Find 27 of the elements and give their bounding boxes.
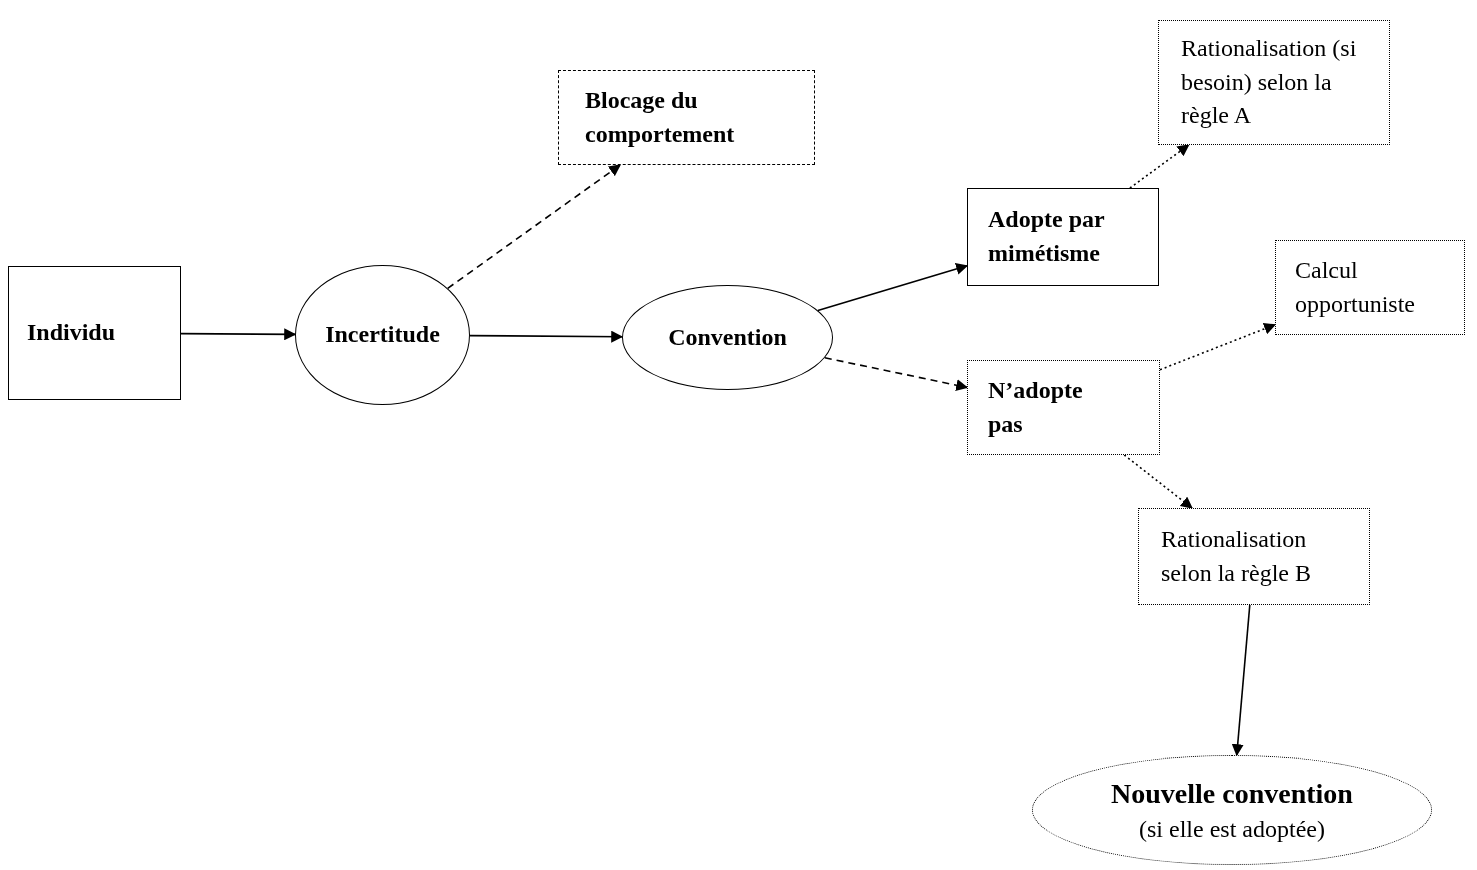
- node-label: Nouvelle convention: [1111, 776, 1353, 811]
- node-label: N’adopte pas: [988, 375, 1084, 439]
- process-box: [1275, 240, 1465, 335]
- node-label: Rationalisation selon la règle B: [1161, 524, 1312, 588]
- arrow: [180, 328, 297, 341]
- arrow: [1129, 144, 1190, 189]
- process-box: [967, 188, 1159, 286]
- process-box: [1138, 508, 1370, 605]
- arrow: [446, 164, 622, 290]
- node-label: Individu: [27, 318, 116, 348]
- node-label: Adopte par mimétisme: [988, 205, 1106, 268]
- node-label: Blocage du comportement: [585, 85, 736, 149]
- node-label: Rationalisation (si besoin) selon la règle A: [1181, 34, 1358, 131]
- process-box: [8, 266, 181, 400]
- arrow: [469, 330, 624, 343]
- node-label: Calcul opportuniste: [1295, 255, 1416, 319]
- node-label: Incertitude: [325, 320, 440, 350]
- node-note: (si elle est adoptée): [1139, 814, 1325, 844]
- arrow: [1159, 323, 1277, 371]
- process-box: [558, 70, 815, 165]
- process-box: [1158, 20, 1390, 145]
- arrow: [1123, 454, 1193, 509]
- arrow: [1231, 604, 1251, 757]
- arrow: [817, 263, 969, 312]
- node-label: Convention: [668, 322, 787, 352]
- arrow: [824, 356, 969, 392]
- process-box: [967, 360, 1160, 455]
